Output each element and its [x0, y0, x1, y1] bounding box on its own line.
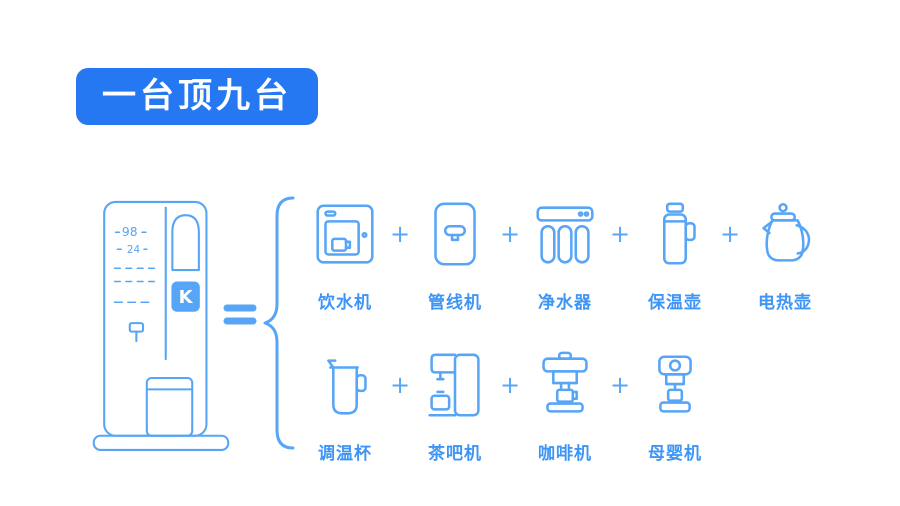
plus-sign: + — [499, 371, 521, 399]
appliance-row-2: 调温杯 + 茶吧机 + — [302, 347, 882, 464]
plus-sign: + — [719, 220, 741, 248]
plus-sign: + — [389, 371, 411, 399]
brand-badge — [171, 281, 200, 312]
appliance-item: 饮水机 — [302, 196, 388, 313]
appliance-label: 保温壶 — [648, 293, 702, 313]
pipeline-machine-icon — [434, 202, 476, 266]
curly-brace — [258, 194, 300, 452]
appliance-grid: 饮水机 + 管线机 + — [302, 196, 882, 464]
product-illustration: K 98 24 — [90, 196, 232, 454]
appliance-label: 电热壶 — [758, 293, 812, 313]
tea-bar-machine-icon — [428, 353, 480, 417]
water-dispenser-icon — [316, 204, 374, 264]
appliance-label: 净水器 — [538, 293, 592, 313]
plus-sign: + — [609, 220, 631, 248]
appliance-item: 茶吧机 — [412, 347, 498, 464]
appliance-label: 饮水机 — [318, 293, 372, 313]
appliance-item: 管线机 — [412, 196, 498, 313]
water-purifier-icon — [536, 206, 594, 264]
appliance-item: 保温壶 — [632, 196, 718, 313]
electric-kettle-icon — [762, 203, 811, 262]
appliance-label: 管线机 — [428, 293, 482, 313]
appliance-item: 咖啡机 — [522, 347, 608, 464]
plus-sign: + — [609, 371, 631, 399]
appliance-item: 净水器 — [522, 196, 608, 313]
appliance-row-1: 饮水机 + 管线机 + — [302, 196, 882, 313]
display-temp-top: 98 — [122, 225, 138, 239]
appliance-label: 母婴机 — [648, 444, 702, 464]
appliance-item: 电热壶 — [742, 196, 828, 313]
temperature-cup-icon — [327, 359, 367, 415]
plus-sign: + — [389, 220, 411, 248]
brand-letter: K — [179, 287, 194, 308]
title-badge: 一台顶九台 — [76, 68, 318, 125]
appliance-label: 咖啡机 — [538, 444, 592, 464]
appliance-item: 调温杯 — [302, 347, 388, 464]
appliance-item: 母婴机 — [632, 347, 718, 464]
display-temp-bottom: 24 — [127, 244, 141, 256]
appliance-label: 调温杯 — [318, 444, 372, 464]
coffee-machine-icon — [542, 351, 588, 413]
mother-baby-machine-icon — [658, 355, 692, 413]
equals-sign — [222, 296, 258, 332]
plus-sign: + — [499, 220, 521, 248]
title-badge-label: 一台顶九台 — [102, 76, 292, 116]
appliance-label: 茶吧机 — [428, 444, 482, 464]
thermos-icon — [663, 202, 696, 265]
main-water-dispenser-icon: K 98 24 — [92, 200, 230, 452]
